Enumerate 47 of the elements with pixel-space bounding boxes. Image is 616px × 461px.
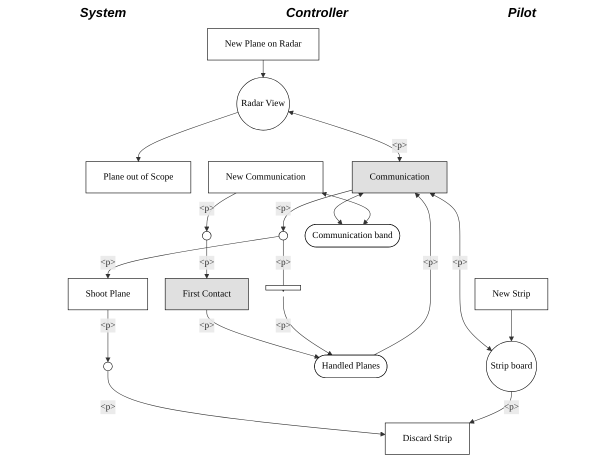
arrow: [288, 110, 402, 162]
edge-label: <p>: [276, 203, 291, 214]
edge-label: <p>: [276, 320, 291, 330]
edge-label: <p>: [100, 320, 116, 330]
edge-label: <p>: [276, 258, 291, 268]
node-box: Communication: [352, 161, 448, 194]
arrow: [260, 60, 266, 78]
arrow: [108, 370, 386, 437]
edge-label: <p>: [392, 140, 408, 151]
edge-label: <p>: [504, 402, 519, 412]
edge-label: <p>: [199, 258, 214, 268]
node-box: Plane out of Scope: [86, 161, 192, 194]
edge-label: <p>: [100, 258, 116, 268]
lane-heading: Controller: [286, 4, 348, 20]
node-box: New Strip: [474, 278, 548, 310]
node-box: New Plane on Radar: [207, 28, 320, 60]
node-bar: [266, 285, 301, 290]
edge-label: <p>: [422, 258, 438, 268]
arrow: [372, 192, 431, 356]
arrow: [204, 240, 210, 279]
arrow: [206, 310, 320, 359]
arrow: [280, 190, 352, 232]
node-box: First Contact: [164, 278, 249, 310]
arrow: [322, 192, 370, 225]
node-circle: [103, 362, 113, 372]
edge-label: <p>: [199, 320, 214, 330]
arrow: [105, 310, 110, 362]
node-box: Shoot Plane: [68, 278, 148, 310]
arrow: [469, 391, 512, 424]
edge-label: <p>: [100, 402, 116, 412]
node-circle: [278, 231, 288, 240]
node-circle: [202, 231, 212, 240]
arrow: [282, 296, 333, 356]
node-circle: Strip board: [486, 340, 537, 392]
arrow: [105, 236, 280, 279]
arrow: [430, 192, 492, 351]
lane-heading: Pilot: [508, 4, 536, 20]
node-box: Discard Strip: [384, 422, 470, 455]
arrow: [508, 310, 514, 342]
arrow: [334, 192, 364, 225]
lane-heading: System: [80, 4, 126, 20]
arrow: [136, 112, 238, 162]
node-box: New Communication: [208, 161, 324, 194]
edge-label: <p>: [199, 203, 214, 214]
edge-label: <p>: [452, 258, 468, 268]
node-circle: Radar View: [236, 77, 290, 130]
arrow: [204, 192, 236, 232]
